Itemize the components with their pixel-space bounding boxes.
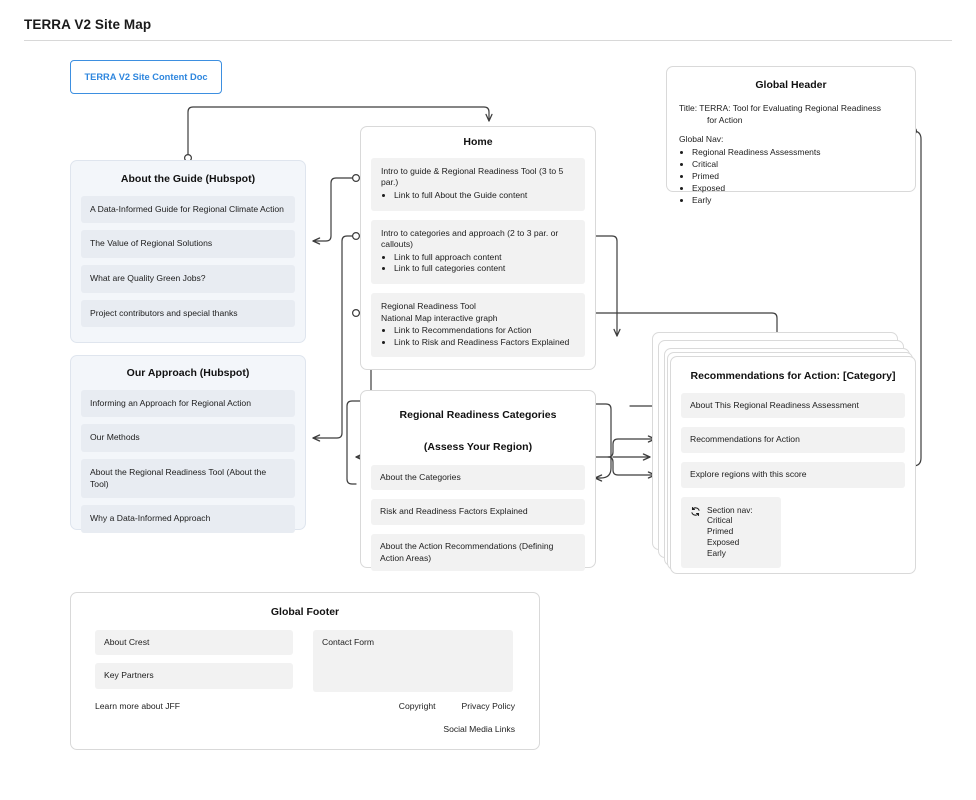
node-recommendations-title: Recommendations for Action: [Category] xyxy=(690,370,896,382)
node-global-header[interactable]: Global Header Title: TERRA: Tool for Eva… xyxy=(666,66,916,205)
global-header-nav-label: Global Nav: xyxy=(679,133,724,144)
global-header-nav-list: Regional Readiness Assessments Critical … xyxy=(679,146,903,206)
guide-item-2[interactable]: The Value of Regional Solutions xyxy=(81,230,295,259)
home-block-intro-categories-heading: Intro to categories and approach (2 to 3… xyxy=(381,227,559,250)
section-nav-label: Section nav: xyxy=(707,504,753,515)
approach-item-2[interactable]: Our Methods xyxy=(81,424,295,453)
global-header-title-label-cont: for Action xyxy=(707,114,743,125)
node-our-approach-title: Our Approach (Hubspot) xyxy=(126,367,250,379)
global-nav-item-2[interactable]: Critical xyxy=(692,158,903,170)
node-categories-title-line1: Regional Readiness Categories xyxy=(399,409,557,421)
recommendations-section-nav[interactable]: Section nav: Critical Primed Exposed Ear… xyxy=(681,496,781,568)
global-nav-item-1[interactable]: Regional Readiness Assessments xyxy=(692,146,903,158)
home-block-intro-guide-bullet: Link to full About the Guide content xyxy=(394,190,575,202)
footer-privacy-policy[interactable]: Privacy Policy xyxy=(461,700,515,711)
home-block-readiness-tool-bullet-2: Link to Risk and Readiness Factors Expla… xyxy=(394,337,575,349)
approach-item-1[interactable]: Informing an Approach for Regional Actio… xyxy=(81,389,295,418)
global-header-title-label: Title: TERRA: Tool for Evaluating Region… xyxy=(679,102,882,113)
node-home[interactable]: Home Intro to guide & Regional Readiness… xyxy=(360,126,596,370)
recommendations-item-3[interactable]: Explore regions with this score xyxy=(681,462,905,488)
node-recommendations-stack[interactable]: Recommendations for Action: [Category] A… xyxy=(652,332,916,574)
refresh-cycle-icon xyxy=(690,506,701,559)
footer-contact-form[interactable]: Contact Form xyxy=(313,629,513,692)
footer-social-media-links[interactable]: Social Media Links xyxy=(443,723,515,734)
node-about-the-guide[interactable]: About the Guide (Hubspot) A Data-Informe… xyxy=(70,160,306,343)
section-nav-text: Section nav: Critical Primed Exposed Ear… xyxy=(707,505,753,559)
node-global-footer-title: Global Footer xyxy=(270,606,340,618)
section-nav-item-2[interactable]: Primed xyxy=(707,526,734,537)
approach-item-3[interactable]: About the Regional Readiness Tool (About… xyxy=(81,459,295,499)
recommendations-item-1[interactable]: About This Regional Readiness Assessment xyxy=(681,392,905,419)
global-nav-item-5[interactable]: Early xyxy=(692,194,903,206)
section-nav-item-4[interactable]: Early xyxy=(707,547,726,558)
guide-item-4[interactable]: Project contributors and special thanks xyxy=(81,299,295,328)
recommendations-item-2[interactable]: Recommendations for Action xyxy=(681,427,905,454)
home-block-readiness-tool-bullet-1: Link to Recommendations for Action xyxy=(394,325,575,337)
node-about-the-guide-title: About the Guide (Hubspot) xyxy=(120,173,256,185)
guide-item-3[interactable]: What are Quality Green Jobs? xyxy=(81,265,295,293)
home-block-readiness-tool-heading: Regional Readiness Tool xyxy=(381,301,476,312)
home-block-readiness-tool-heading2: National Map interactive graph xyxy=(381,312,498,323)
guide-item-1[interactable]: A Data-Informed Guide for Regional Clima… xyxy=(81,195,295,224)
approach-item-4[interactable]: Why a Data-Informed Approach xyxy=(81,505,295,533)
home-block-intro-guide-heading: Intro to guide & Regional Readiness Tool… xyxy=(381,165,564,188)
footer-item-about-crest[interactable]: About Crest xyxy=(95,629,293,656)
categories-item-2[interactable]: Risk and Readiness Factors Explained xyxy=(371,499,585,525)
title-divider xyxy=(24,40,952,41)
node-home-title: Home xyxy=(463,136,493,148)
footer-item-key-partners[interactable]: Key Partners xyxy=(95,663,293,690)
node-our-approach[interactable]: Our Approach (Hubspot) Informing an Appr… xyxy=(70,355,306,533)
node-global-header-title: Global Header xyxy=(755,79,827,91)
recommendations-front-card[interactable]: Recommendations for Action: [Category] A… xyxy=(670,356,916,574)
node-categories-title-line2: (Assess Your Region) xyxy=(423,440,533,453)
categories-item-3[interactable]: About the Action Recommendations (Defini… xyxy=(371,533,585,572)
home-block-readiness-tool[interactable]: Regional Readiness Tool National Map int… xyxy=(371,293,585,358)
section-nav-item-1[interactable]: Critical xyxy=(707,515,733,526)
node-global-footer[interactable]: Global Footer About Crest Key Partners C… xyxy=(70,592,540,750)
home-block-intro-guide[interactable]: Intro to guide & Regional Readiness Tool… xyxy=(371,157,585,211)
page-title: TERRA V2 Site Map xyxy=(24,17,152,32)
footer-learn-more-jff[interactable]: Learn more about JFF xyxy=(95,700,181,711)
home-block-intro-categories-bullet-2: Link to full categories content xyxy=(394,263,575,275)
categories-item-1[interactable]: About the Categories xyxy=(371,464,585,491)
node-regional-readiness-categories[interactable]: Regional Readiness Categories (Assess Yo… xyxy=(360,390,596,572)
home-block-intro-categories-bullet-1: Link to full approach content xyxy=(394,252,575,264)
global-nav-item-3[interactable]: Primed xyxy=(692,170,903,182)
home-block-intro-categories[interactable]: Intro to categories and approach (2 to 3… xyxy=(371,219,585,285)
terra-site-content-doc-link[interactable]: TERRA V2 Site Content Doc xyxy=(70,60,222,94)
footer-copyright[interactable]: Copyright xyxy=(398,700,436,711)
section-nav-item-3[interactable]: Exposed xyxy=(707,536,740,547)
global-nav-item-4[interactable]: Exposed xyxy=(692,182,903,194)
